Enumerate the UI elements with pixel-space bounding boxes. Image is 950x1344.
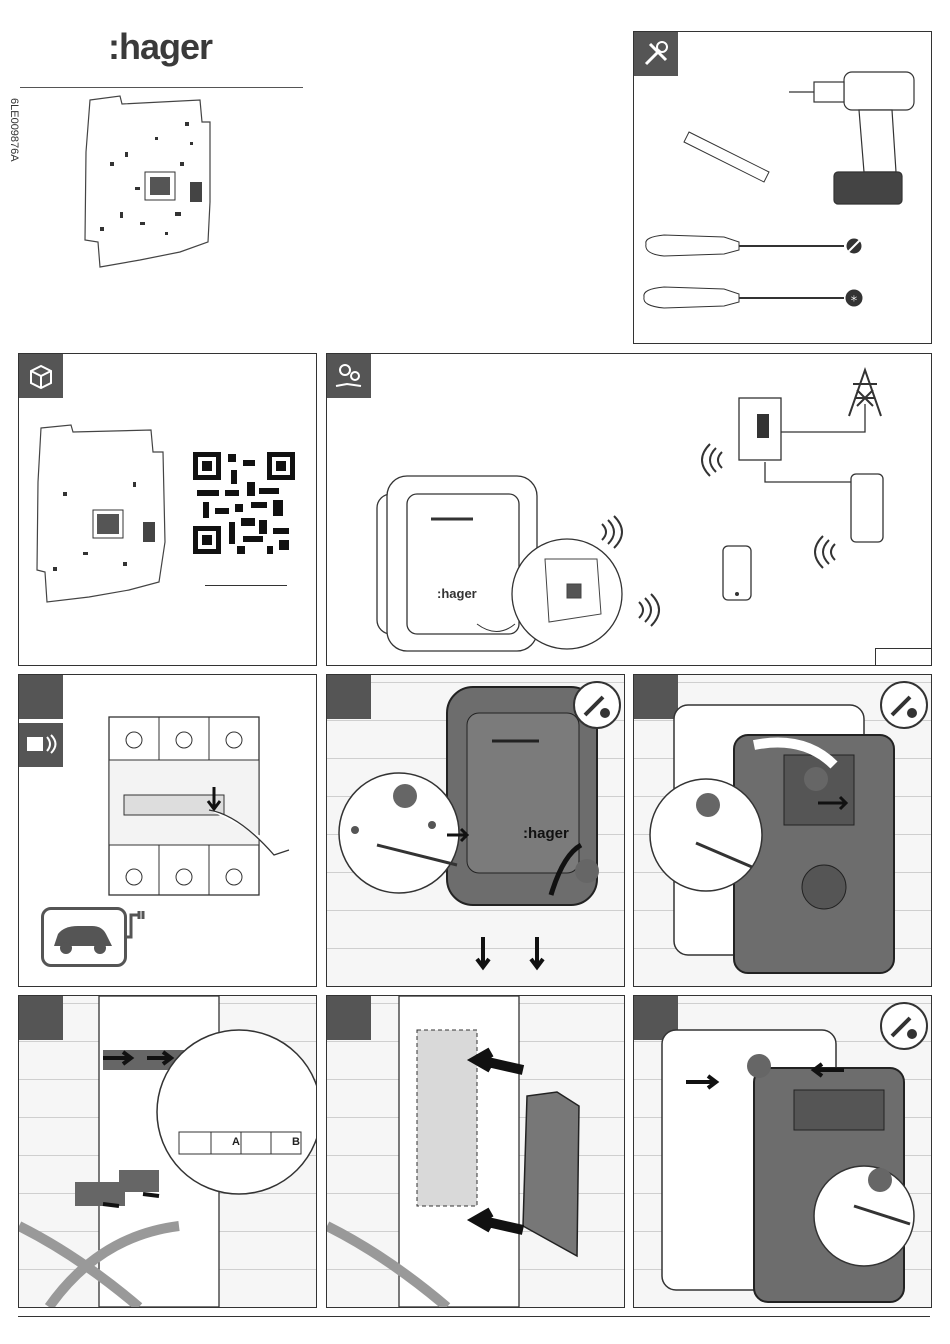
step-1-number xyxy=(19,675,63,719)
document-id: 6LE009876A xyxy=(8,98,20,162)
zoom-board xyxy=(545,559,601,622)
drill-icon xyxy=(789,72,914,204)
screwdriver-icon-2 xyxy=(880,681,928,729)
plug-icon xyxy=(121,907,151,947)
charger-logo: :hager xyxy=(437,586,477,601)
wifi-icon xyxy=(602,444,835,626)
circuit-board-image-2 xyxy=(33,422,173,612)
connectivity-diagram: :hager xyxy=(327,354,931,665)
torx-screwdriver-icon: ✱ xyxy=(644,287,862,308)
step-5-panel xyxy=(326,995,625,1308)
svg-text:✱: ✱ xyxy=(850,294,858,305)
circuit-board-image xyxy=(80,92,220,282)
step-3-panel xyxy=(633,674,932,987)
footer-rule xyxy=(18,1316,930,1317)
screwdriver-icon xyxy=(573,681,621,729)
corner-box xyxy=(875,648,932,666)
smartphone-icon xyxy=(723,546,751,600)
brand-logo: :hager xyxy=(108,26,212,68)
tools-panel: ✱ xyxy=(633,31,932,344)
step-6-panel xyxy=(633,995,932,1308)
configuration-panel: :hager xyxy=(326,353,932,666)
flat-screwdriver-icon xyxy=(646,235,861,256)
box-icon xyxy=(19,354,63,398)
tools-illustration: ✱ xyxy=(634,32,931,343)
power-off-icon xyxy=(19,723,63,767)
screwdriver-icon-3 xyxy=(880,1002,928,1050)
step-1-panel xyxy=(18,674,317,987)
gateway-device xyxy=(851,474,883,542)
step-2-panel: :hager xyxy=(326,674,625,987)
qr-code xyxy=(193,452,295,554)
step-4-panel: A B xyxy=(18,995,317,1308)
step-4-illustration xyxy=(19,996,316,1307)
screwdriver-bit-icon xyxy=(684,132,769,182)
charger-device xyxy=(377,476,537,651)
breaker-switch-image xyxy=(99,715,299,900)
package-contents-panel xyxy=(18,353,317,666)
step-5-illustration xyxy=(327,996,624,1307)
breaker-label-b: B xyxy=(292,1136,300,1148)
qr-underline xyxy=(205,585,287,586)
header-rule xyxy=(20,87,303,88)
device-logo: :hager xyxy=(523,825,569,842)
breaker-label-a: A xyxy=(232,1136,240,1148)
ev-car-icon xyxy=(41,907,127,967)
